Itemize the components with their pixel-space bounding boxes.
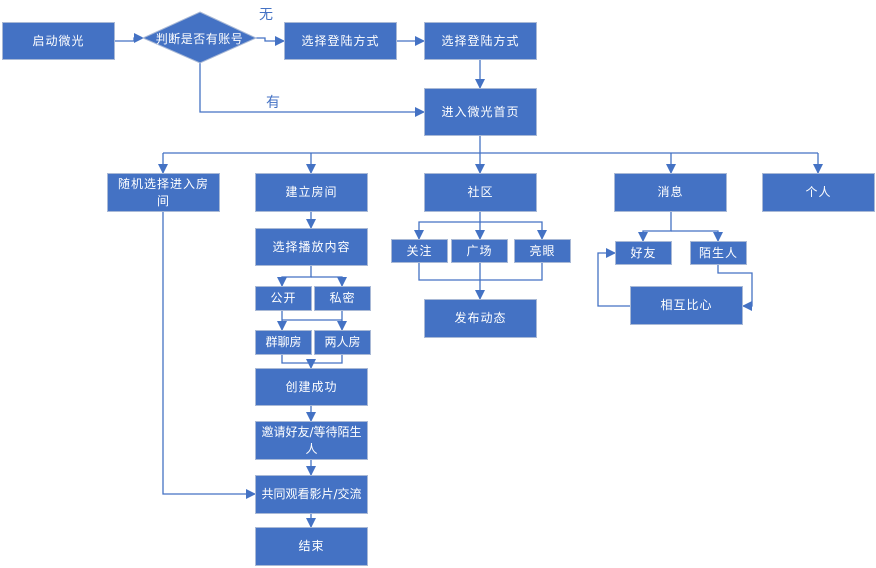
edge-community-split bbox=[414, 212, 481, 240]
node-home: 进入微光首页 bbox=[424, 88, 537, 136]
node-mutual-heart: 相互比心 bbox=[630, 286, 743, 325]
node-start-label: 启动微光 bbox=[32, 33, 85, 48]
node-random-room: 随机选择进入房间 bbox=[107, 173, 220, 212]
node-create-room: 建立房间 bbox=[255, 173, 368, 212]
node-choose-content-label: 选择播放内容 bbox=[272, 239, 351, 254]
node-community-label: 社区 bbox=[467, 185, 494, 199]
node-created: 创建成功 bbox=[255, 368, 368, 406]
node-watch-together: 共同观看影片/交流 bbox=[255, 475, 368, 514]
node-create-room-label: 建立房间 bbox=[285, 185, 338, 199]
node-highlight-label: 亮眼 bbox=[529, 243, 556, 258]
node-invite-label: 邀请好友/等待陌生人 bbox=[261, 424, 362, 456]
node-home-label: 进入微光首页 bbox=[441, 104, 520, 119]
node-two-person-room-label: 两人房 bbox=[324, 335, 361, 349]
decision-diamond bbox=[141, 11, 258, 64]
node-mutual-heart-label: 相互比心 bbox=[660, 298, 713, 312]
node-login-method-1: 选择登陆方式 bbox=[284, 22, 397, 60]
decision-label: 判断是否有账号 bbox=[155, 31, 244, 46]
node-start: 启动微光 bbox=[2, 22, 115, 60]
node-public: 公开 bbox=[255, 286, 312, 311]
node-follow: 关注 bbox=[391, 239, 448, 263]
edge-strangers-heart bbox=[717, 265, 753, 311]
node-end-label: 结束 bbox=[298, 539, 325, 553]
edge-messages-strangers bbox=[671, 230, 723, 242]
node-login-method-1-label: 选择登陆方式 bbox=[301, 33, 380, 48]
node-login-method-2-label: 选择登陆方式 bbox=[441, 33, 520, 48]
node-post-label: 发布动态 bbox=[454, 311, 507, 325]
node-plaza-label: 广场 bbox=[466, 243, 493, 258]
node-messages-label: 消息 bbox=[657, 185, 684, 199]
node-strangers-label: 陌生人 bbox=[698, 245, 738, 260]
node-private: 私密 bbox=[314, 286, 371, 311]
node-friends: 好友 bbox=[615, 241, 672, 265]
node-highlight: 亮眼 bbox=[514, 239, 571, 263]
node-created-label: 创建成功 bbox=[285, 379, 338, 394]
node-two-person-room: 两人房 bbox=[314, 330, 371, 355]
node-public-label: 公开 bbox=[270, 291, 297, 305]
edge-group-created bbox=[281, 355, 343, 364]
edge-community-highlight bbox=[480, 221, 547, 240]
node-login-method-2: 选择登陆方式 bbox=[424, 22, 537, 60]
edge-label-no: 无 bbox=[259, 7, 273, 23]
edge-messages-friends bbox=[638, 212, 672, 242]
node-group-room-label: 群聊房 bbox=[265, 335, 302, 349]
node-post: 发布动态 bbox=[424, 299, 537, 338]
node-follow-label: 关注 bbox=[406, 243, 433, 258]
edge-label-yes: 有 bbox=[266, 95, 280, 111]
node-choose-content: 选择播放内容 bbox=[255, 228, 368, 266]
node-personal: 个人 bbox=[762, 173, 875, 212]
node-personal-label: 个人 bbox=[805, 185, 832, 199]
node-community: 社区 bbox=[424, 173, 537, 212]
edge-decision-login1 bbox=[256, 36, 285, 46]
edge-choose-split bbox=[277, 266, 312, 287]
edge-heart-friends bbox=[597, 248, 630, 307]
node-random-room-label: 随机选择进入房间 bbox=[117, 177, 209, 208]
node-watch-together-label: 共同观看影片/交流 bbox=[261, 487, 362, 501]
node-invite: 邀请好友/等待陌生人 bbox=[255, 421, 368, 460]
node-strangers: 陌生人 bbox=[690, 241, 747, 265]
node-end: 结束 bbox=[255, 527, 368, 566]
node-group-room: 群聊房 bbox=[255, 330, 312, 355]
edge-decision-home bbox=[199, 62, 425, 117]
edge-random-watch bbox=[162, 212, 256, 499]
node-friends-label: 好友 bbox=[630, 245, 657, 260]
node-messages: 消息 bbox=[614, 173, 727, 212]
decision-node: 判断是否有账号 bbox=[143, 26, 256, 50]
edge-start-decision bbox=[115, 33, 144, 43]
edge-choose-private bbox=[311, 276, 347, 287]
node-plaza: 广场 bbox=[451, 239, 508, 263]
node-private-label: 私密 bbox=[329, 291, 356, 305]
